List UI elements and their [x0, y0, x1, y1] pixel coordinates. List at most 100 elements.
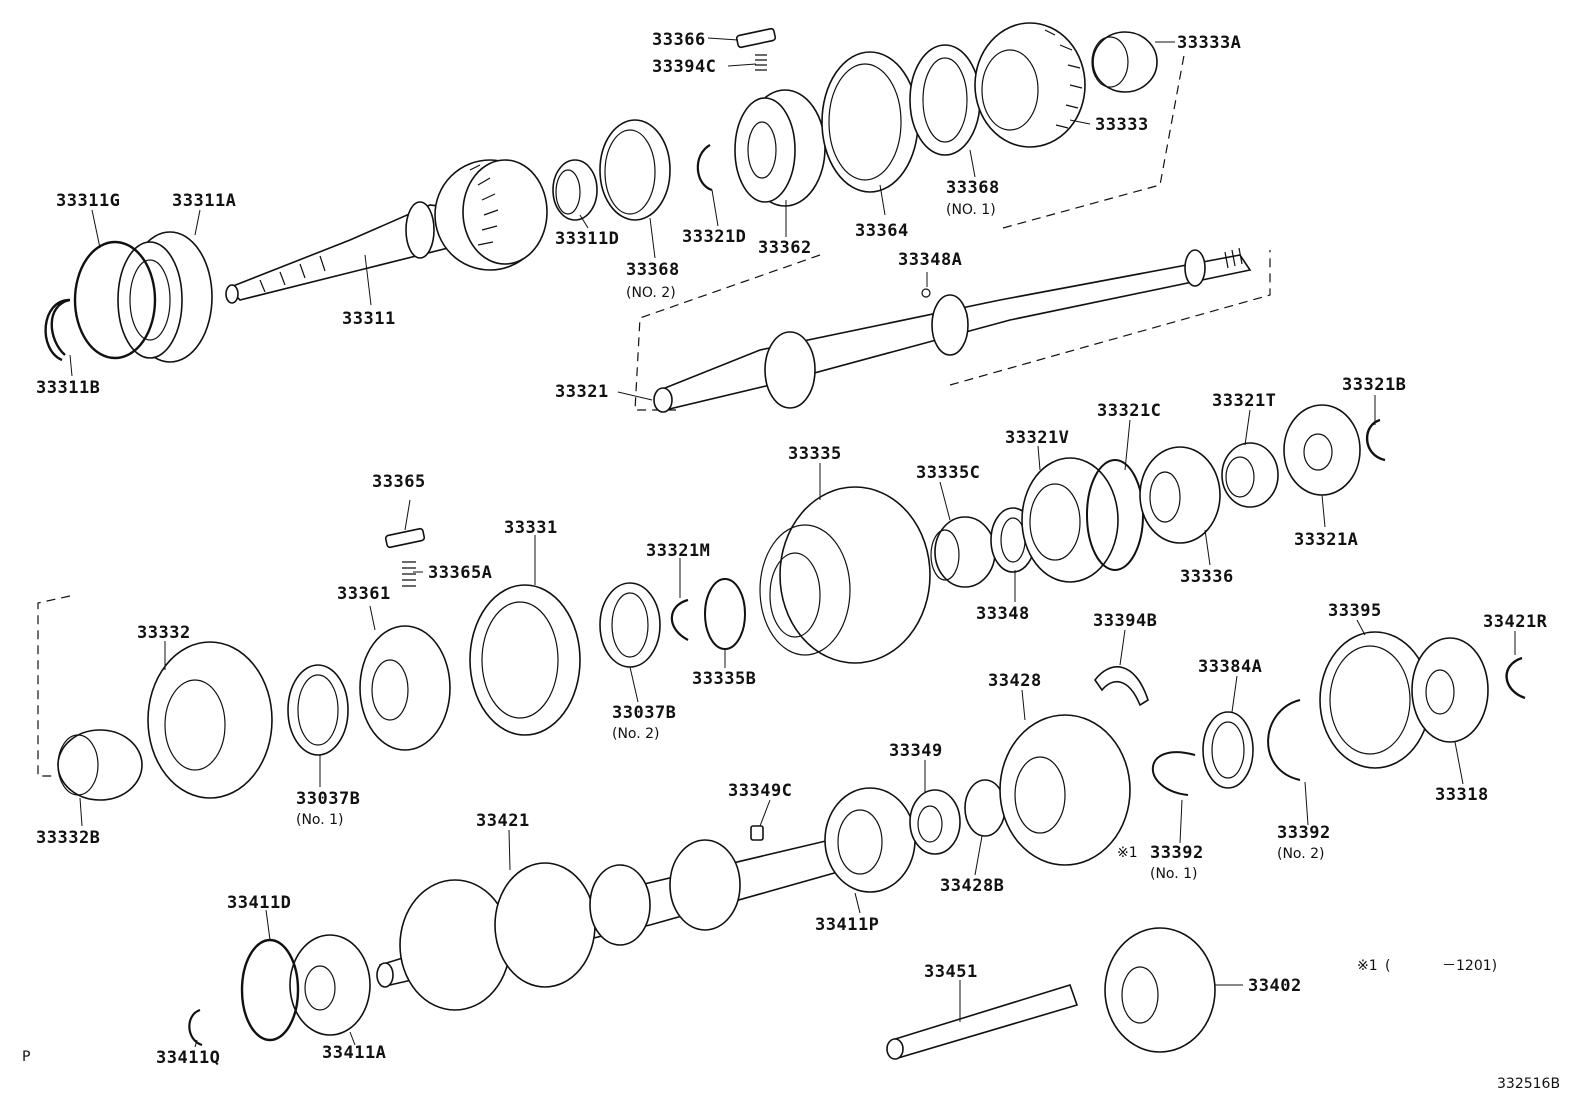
label-33321B: 33321B — [1342, 375, 1406, 395]
label-33394C: 33394C — [652, 57, 716, 77]
label-33421: 33421 — [476, 811, 530, 831]
synchro-ring-33368-no1 — [909, 44, 981, 156]
hub-sleeve-33395 — [1319, 631, 1431, 769]
label-33318: 33318 — [1435, 785, 1489, 805]
footnote: ※1 ( －1201) — [1357, 958, 1497, 974]
leader-lines — [69, 37, 1516, 1048]
input-shaft-33311 — [225, 159, 548, 304]
label-33428B: 33428B — [940, 876, 1004, 896]
bearing-33311A — [117, 231, 213, 363]
label-33335B: 33335B — [692, 669, 756, 689]
snap-ring-33421R — [1505, 656, 1526, 700]
label-33332: 33332 — [137, 623, 191, 643]
corner-letter: P — [22, 1049, 30, 1065]
label-33394B: 33394B — [1093, 611, 1157, 631]
bearing-33321A — [1283, 404, 1361, 496]
ring-33392-no1 — [1151, 751, 1196, 796]
label-33392-no2: 33392 — [1277, 823, 1331, 843]
label-33321T: 33321T — [1212, 391, 1276, 411]
label-33361: 33361 — [337, 584, 391, 604]
label-33402: 33402 — [1248, 976, 1302, 996]
label-33451: 33451 — [924, 962, 978, 982]
output-shaft-33321 — [653, 247, 1252, 413]
clutch-hub-33362 — [734, 89, 826, 207]
hub-sleeve-33331 — [469, 584, 581, 736]
snap-ring-33411Q — [188, 1008, 203, 1047]
diagram-code: 332516B — [1497, 1076, 1560, 1092]
snap-ring-33311B — [44, 298, 71, 362]
label-33311: 33311 — [342, 309, 396, 329]
label-33368-no1: 33368 — [946, 178, 1000, 198]
label-33392-no2-sub: (No. 2) — [1277, 846, 1325, 862]
clutch-hub-33361 — [359, 625, 451, 751]
label-33321C: 33321C — [1097, 401, 1161, 421]
bearing-33411A — [289, 934, 371, 1036]
label-33037B-no1: 33037B — [296, 789, 360, 809]
snap-ring-33311G — [73, 240, 157, 360]
label-33395: 33395 — [1328, 601, 1382, 621]
label-33368-no1-sub: (NO. 1) — [946, 202, 996, 218]
label-33037B-no2-sub: (No. 2) — [612, 726, 660, 742]
label-33321M: 33321M — [646, 541, 710, 561]
label-33392-no1-mark: ※1 — [1117, 845, 1138, 861]
label-33384A: 33384A — [1198, 657, 1262, 677]
ball-33348A — [921, 288, 931, 298]
footnote-paren: ( — [1385, 958, 1390, 974]
synchro-ring-33037B-no1 — [287, 664, 349, 756]
label-33348: 33348 — [976, 604, 1030, 624]
spacer-33321T — [1221, 442, 1279, 508]
footnote-range: －1201) — [1442, 958, 1497, 974]
label-33037B-no1-sub: (No. 1) — [296, 812, 344, 828]
label-33365A: 33365A — [428, 563, 492, 583]
gear-33332 — [147, 641, 273, 799]
label-33348A: 33348A — [898, 250, 962, 270]
label-33411Q: 33411Q — [156, 1048, 220, 1068]
label-33333A: 33333A — [1177, 33, 1241, 53]
footnote-mark: ※1 — [1357, 958, 1378, 974]
label-33364: 33364 — [855, 221, 909, 241]
counter-shaft-33421 — [376, 839, 847, 1011]
label-33321: 33321 — [555, 382, 609, 402]
label-33411P: 33411P — [815, 915, 879, 935]
bearing-spacer-33349 — [909, 789, 961, 855]
needle-bearing-33335C — [930, 516, 996, 588]
needle-bearing-33333A — [1091, 31, 1158, 93]
dashed-group-outlines — [37, 49, 1271, 777]
label-33411A: 33411A — [322, 1043, 386, 1063]
bearing-33321V — [1021, 457, 1119, 583]
label-33392-no1: 33392 — [1150, 843, 1204, 863]
label-33321D: 33321D — [682, 227, 746, 247]
snap-ring-33321B — [1365, 418, 1386, 462]
shifting-key-33366 — [735, 27, 777, 49]
label-33333: 33333 — [1095, 115, 1149, 135]
spring-33394C — [755, 54, 767, 71]
label-33368-no2-sub: (NO. 2) — [626, 285, 676, 301]
label-33321A: 33321A — [1294, 530, 1358, 550]
label-33366: 33366 — [652, 30, 706, 50]
part-labels: 33366 33394C 33333A 33333 33368 (NO. 1) … — [36, 30, 1548, 1068]
label-33335: 33335 — [788, 444, 842, 464]
label-33331: 33331 — [504, 518, 558, 538]
reverse-idler-gear-33402 — [1104, 927, 1216, 1053]
label-33321V: 33321V — [1005, 428, 1069, 448]
gear-33336 — [1139, 446, 1221, 544]
pin-33451 — [886, 984, 1079, 1060]
label-33349: 33349 — [889, 741, 943, 761]
label-33349C: 33349C — [728, 781, 792, 801]
label-33332B: 33332B — [36, 828, 100, 848]
label-33411D: 33411D — [227, 893, 291, 913]
hub-sleeve-33364 — [821, 51, 919, 193]
needle-bearing-33428B — [964, 779, 1006, 837]
synchro-ring-33368-no2 — [599, 119, 671, 221]
clip-33321M — [670, 598, 689, 641]
thrust-washer-33394B — [1094, 666, 1149, 707]
gear-33428 — [999, 714, 1131, 866]
label-33365: 33365 — [372, 472, 426, 492]
ring-33335B — [704, 578, 746, 650]
label-33311B: 33311B — [36, 378, 100, 398]
label-33421R: 33421R — [1483, 612, 1548, 632]
label-33392-no1-sub: (No. 1) — [1150, 866, 1198, 882]
label-33037B-no2: 33037B — [612, 703, 676, 723]
synchro-ring-33384A — [1202, 711, 1254, 789]
